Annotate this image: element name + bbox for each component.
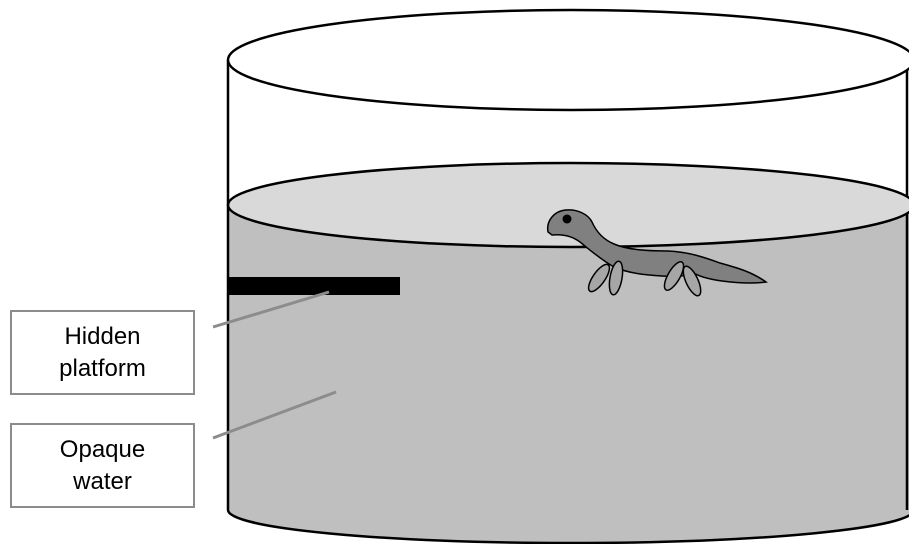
- hidden-platform: [228, 277, 400, 295]
- opaque-water-label-line2: water: [73, 467, 132, 495]
- platform-leader-line: [212, 290, 330, 329]
- tank-bottom-rim: [226, 509, 909, 544]
- hidden-platform-label-line2: platform: [59, 354, 146, 382]
- rat-leg: [587, 263, 611, 293]
- swimming-rat-icon: [546, 209, 768, 297]
- opaque-water-label-line1: Opaque: [59, 435, 146, 463]
- rat-leg: [682, 265, 702, 297]
- water-leader-line: [212, 390, 337, 440]
- hidden-platform-label: Hidden platform: [10, 310, 195, 395]
- hidden-platform-label-line1: Hidden: [64, 322, 141, 350]
- rat-leg: [608, 260, 624, 296]
- water-body: [228, 205, 909, 543]
- water-surface: [226, 161, 909, 249]
- rat-leg: [663, 261, 685, 291]
- tank-top-rim: [226, 8, 909, 112]
- rat-eye: [562, 214, 572, 224]
- opaque-water-label: Opaque water: [10, 423, 195, 508]
